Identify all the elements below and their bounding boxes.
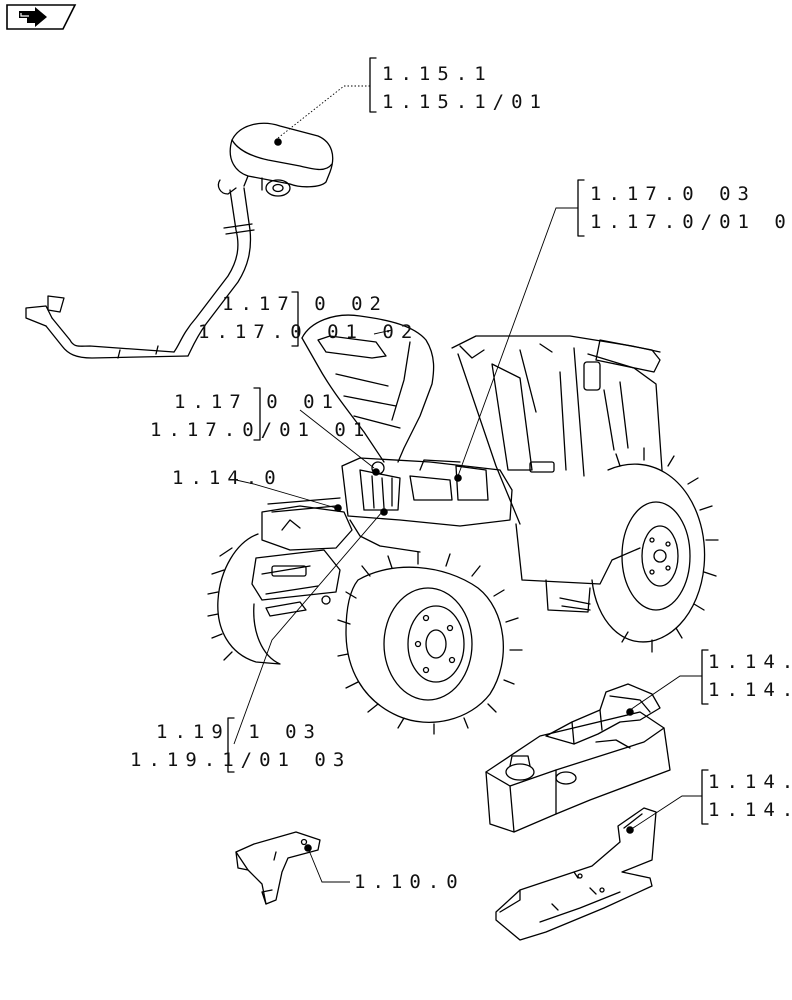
shield-plate [495,807,657,941]
ref-label-1-line-1: 1.15.1 [382,63,493,85]
ref-label-9[interactable]: 1.10.0 [354,868,465,896]
ref-label-5-line-1: 1.14.0 [172,467,283,489]
ref-label-3-line-1: 1.17 0 02 [222,293,388,315]
ref-label-7-line-1: 1.14. [708,651,792,673]
ref-label-7-line-2: 1.14. [708,679,792,701]
ref-label-4[interactable]: 1.17 0 01 1.17.0/01 01 [150,388,371,444]
ref-label-4-line-2: 1.17.0/01 01 [150,419,372,441]
tractor [207,314,719,735]
ref-label-1-line-2: 1.15.1/01 [382,91,548,113]
ref-label-6-line-1: 1.19 1 03 [156,721,322,743]
ref-label-5[interactable]: 1.14.0 [172,464,283,492]
ref-label-3[interactable]: 1.17 0 02 1.17.0 01 02 [198,290,419,346]
ref-label-7[interactable]: 1.14. 1.14. [708,648,792,704]
bracket [235,831,321,905]
ref-label-8[interactable]: 1.14. 1.14. [708,768,792,824]
ref-label-3-line-2: 1.17.0 01 02 [198,321,420,343]
ref-label-2-line-2: 1.17.0/01 0 [590,211,792,233]
air-intake-assembly [25,122,334,359]
ref-label-2[interactable]: 1.17.0 03 1.17.0/01 0 [590,180,792,236]
ref-label-9-line-1: 1.10.0 [354,871,465,893]
ref-label-8-line-1: 1.14. [708,771,792,793]
ref-label-2-line-1: 1.17.0 03 [590,183,756,205]
tank-assembly [485,683,671,833]
nav-button[interactable] [5,3,77,31]
ref-label-6[interactable]: 1.19 1 03 1.19.1/01 03 [130,718,351,774]
ref-label-6-line-2: 1.19.1/01 03 [130,749,352,771]
arrow-right-icon [19,7,47,27]
ref-label-8-line-2: 1.14. [708,799,792,821]
ref-label-4-line-1: 1.17 0 01 [174,391,340,413]
ref-label-1[interactable]: 1.15.1 1.15.1/01 [382,60,548,116]
